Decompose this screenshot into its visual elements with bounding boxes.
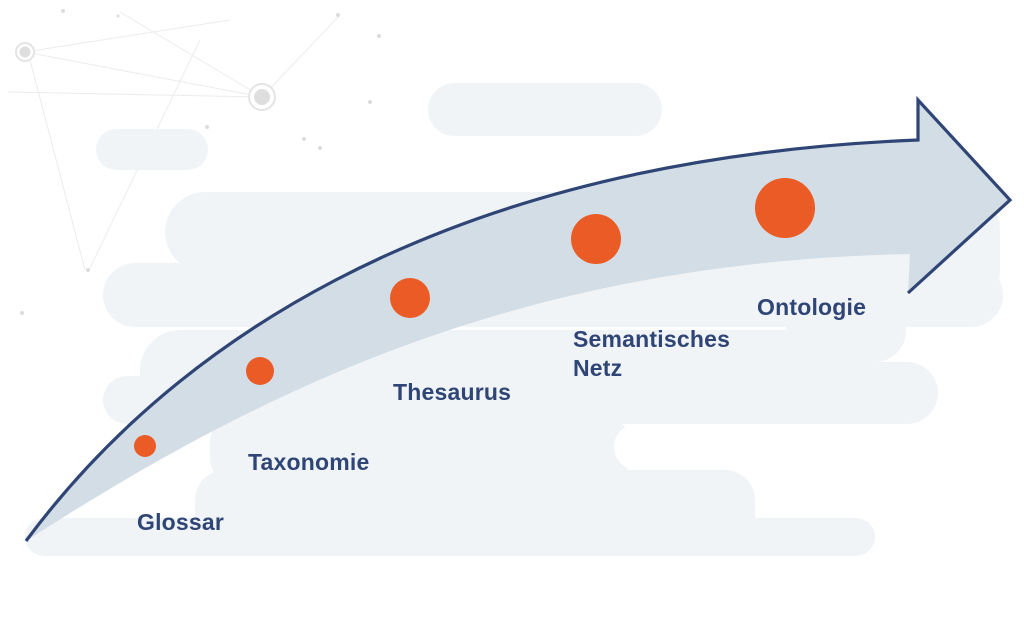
dot-thesaurus xyxy=(390,278,430,318)
label-taxonomie: Taxonomie xyxy=(248,449,370,475)
network-node-ring-1 xyxy=(15,42,35,62)
label-semantisches-netz: Semantisches Netz xyxy=(573,326,731,381)
arrow-outline xyxy=(24,95,1013,542)
label-thesaurus: Thesaurus xyxy=(393,379,512,405)
network-node-ring-2 xyxy=(248,83,276,111)
label-ontologie: Ontologie xyxy=(757,294,867,320)
stage-dots xyxy=(134,178,815,457)
label-glossar: Glossar xyxy=(137,509,225,535)
dot-taxonomie xyxy=(246,357,274,385)
dot-glossar xyxy=(134,435,156,457)
dot-ontologie xyxy=(755,178,815,238)
dot-semantisches-netz xyxy=(571,214,621,264)
cloud-cutouts xyxy=(614,424,955,517)
